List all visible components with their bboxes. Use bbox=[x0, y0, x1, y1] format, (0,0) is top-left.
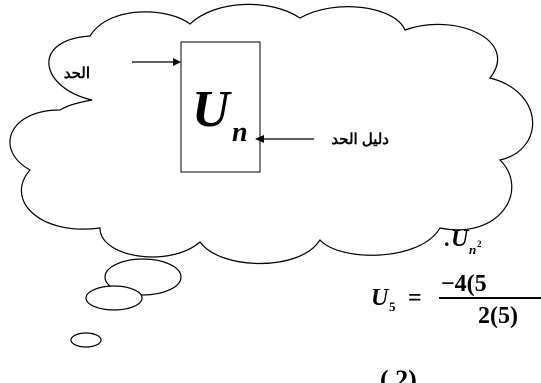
thought-bubble-medium bbox=[85, 285, 143, 311]
formula1-sub-exp: 2 bbox=[477, 239, 482, 249]
formula2-denominator: 2(5) bbox=[478, 303, 518, 329]
thought-bubble-large bbox=[104, 258, 182, 296]
formula1-sub-base: n bbox=[469, 242, 476, 257]
formula2-U: U bbox=[371, 285, 390, 311]
symbol-subscript: n bbox=[232, 117, 248, 148]
formula2-equals: = bbox=[408, 285, 422, 311]
arrow-index-head bbox=[255, 135, 264, 143]
formula2-sub: 5 bbox=[389, 299, 396, 314]
symbol-box bbox=[180, 41, 261, 173]
formula2-numerator: −4(5 bbox=[441, 271, 487, 297]
label-index: دليل الحد bbox=[331, 131, 389, 148]
formula1-U: U bbox=[451, 226, 470, 252]
symbol-main: U bbox=[192, 81, 232, 138]
formula1-dot: . bbox=[444, 226, 450, 251]
cloud-outline bbox=[9, 3, 534, 264]
thought-bubble-small bbox=[70, 332, 102, 348]
arrow-term-head bbox=[173, 58, 181, 66]
formula3-fragment: ( 2) bbox=[380, 365, 417, 383]
label-term: الحد bbox=[64, 65, 90, 82]
